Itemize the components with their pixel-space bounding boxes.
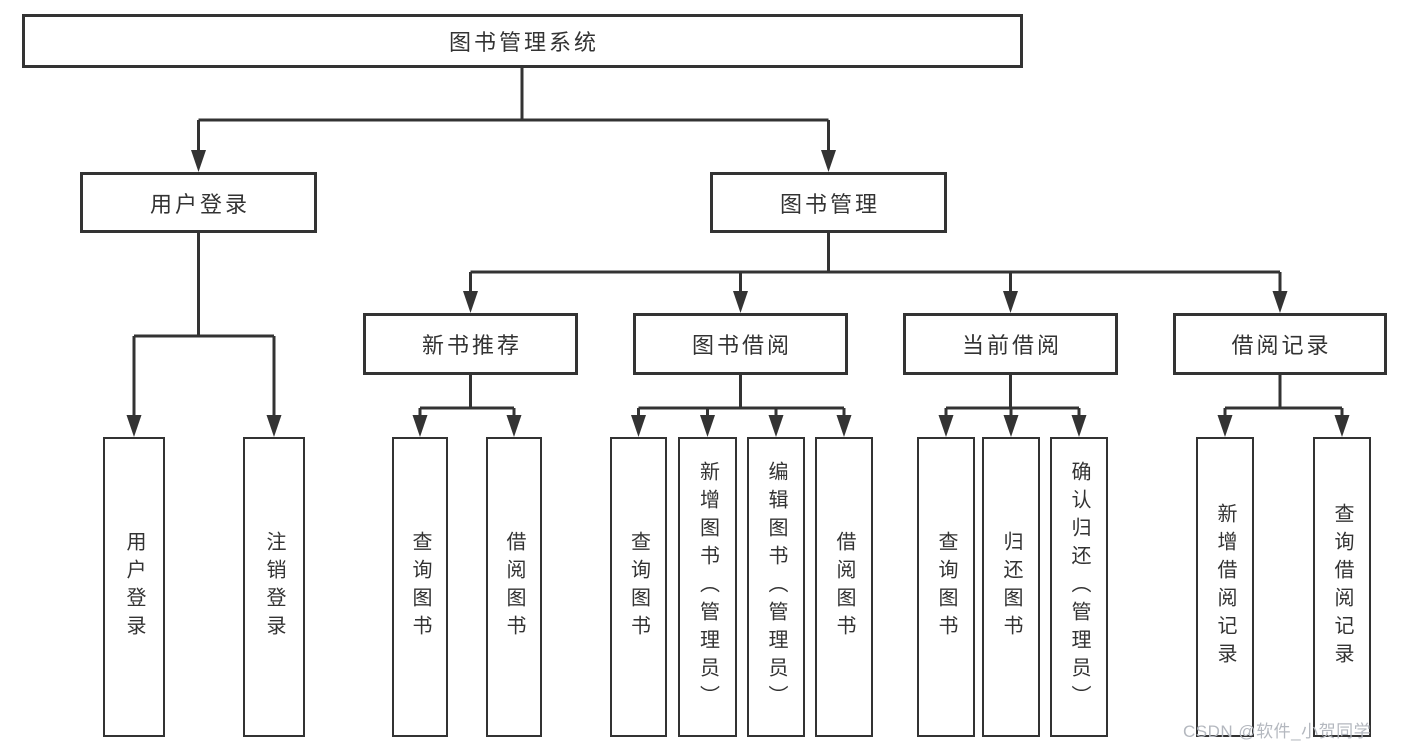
csdn-watermark: CSDN @软件_小贺同学 (1183, 722, 1372, 741)
leaf-confirm-return-admin: 确认归还（管理员） (1050, 437, 1108, 737)
leaf-label: 查询图书 (935, 531, 957, 643)
node-current-borrow: 当前借阅 (903, 313, 1118, 375)
leaf-edit-book-admin: 编辑图书（管理员） (747, 437, 805, 737)
leaf-label: 注销登录 (263, 531, 285, 643)
leaf-borrow-book: 借阅图书 (815, 437, 873, 737)
node-user-login-branch: 用户登录 (80, 172, 317, 233)
leaf-label: 确认归还（管理员） (1068, 461, 1090, 713)
arrowhead-icons (126, 150, 1350, 437)
node-borrow-record: 借阅记录 (1173, 313, 1387, 375)
leaf-label: 编辑图书（管理员） (765, 461, 787, 713)
leaf-user-login: 用户登录 (103, 437, 165, 737)
leaf-label: 借阅图书 (503, 531, 525, 643)
leaf-label: 查询图书 (409, 531, 431, 643)
leaf-logout: 注销登录 (243, 437, 305, 737)
leaf-query-book: 查询图书 (610, 437, 667, 737)
node-book-management-branch: 图书管理 (710, 172, 947, 233)
node-root-system: 图书管理系统 (22, 14, 1023, 68)
leaf-query-book-recommend: 查询图书 (392, 437, 448, 737)
leaf-query-current-book: 查询图书 (917, 437, 975, 737)
leaf-query-borrow-record: 查询借阅记录 (1313, 437, 1371, 737)
leaf-label: 借阅图书 (833, 531, 855, 643)
node-book-borrow: 图书借阅 (633, 313, 848, 375)
leaf-label: 用户登录 (123, 531, 145, 643)
leaf-add-borrow-record: 新增借阅记录 (1196, 437, 1254, 737)
node-new-book-recommend: 新书推荐 (363, 313, 578, 375)
leaf-label: 新增图书（管理员） (696, 461, 719, 713)
leaf-add-book-admin: 新增图书（管理员） (678, 437, 737, 737)
leaf-label: 查询图书 (627, 531, 650, 643)
leaf-label: 新增借阅记录 (1214, 503, 1236, 671)
leaf-return-book: 归还图书 (982, 437, 1040, 737)
leaf-label: 归还图书 (1000, 531, 1022, 643)
leaf-label: 查询借阅记录 (1331, 503, 1353, 671)
leaf-borrow-book-recommend: 借阅图书 (486, 437, 542, 737)
